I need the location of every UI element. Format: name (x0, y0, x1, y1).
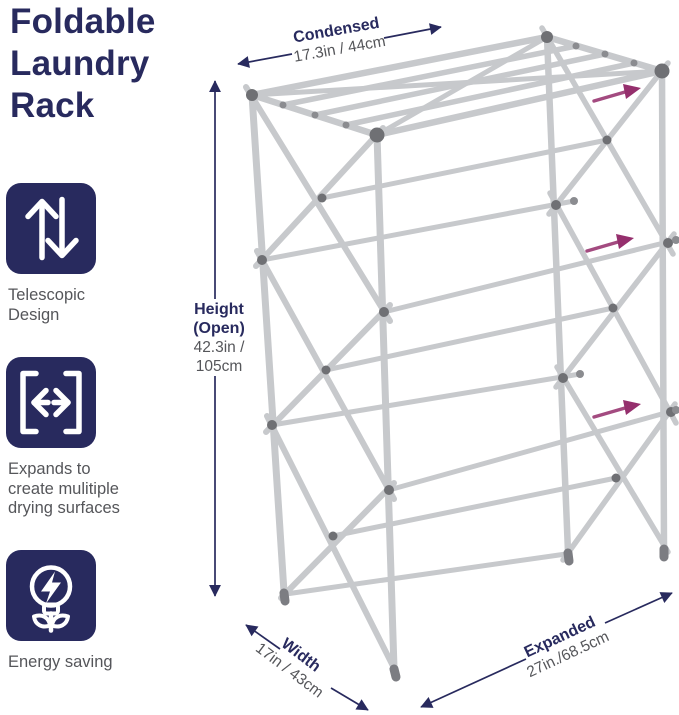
feature-label: Telescopic Design (8, 286, 86, 324)
expanded-arrow-right (604, 592, 673, 624)
height-label: Height (Open) (193, 301, 245, 337)
energy-bulb-icon (6, 550, 96, 641)
feature-telescopic: Telescopic Design (6, 183, 158, 325)
condensed-arrow-left (237, 53, 293, 68)
expanded-arrow-left (420, 658, 527, 708)
width-arrow-right (330, 687, 369, 711)
rack-feet (279, 544, 669, 682)
height-value: 42.3in / 105cm (193, 339, 245, 375)
feature-label: Energy saving (8, 653, 113, 671)
product-title: Foldable Laundry Rack (10, 2, 156, 125)
feature-label: Expands to create mulitiple drying surfa… (8, 460, 120, 517)
feature-energy: Energy saving (6, 550, 158, 673)
condensed-arrow-right (383, 23, 442, 39)
rack-drawing (243, 25, 679, 675)
width-arrow-left (245, 624, 281, 650)
expand-brackets-icon (6, 357, 96, 448)
height-dimension-label: Height (Open) 42.3in / 105cm (193, 300, 245, 376)
feature-expands: Expands to create mulitiple drying surfa… (6, 357, 158, 519)
rack-connectors (246, 31, 679, 541)
dimension-arrows (209, 23, 673, 711)
expand-direction-arrows (585, 84, 641, 419)
telescopic-arrows-icon (6, 183, 96, 274)
